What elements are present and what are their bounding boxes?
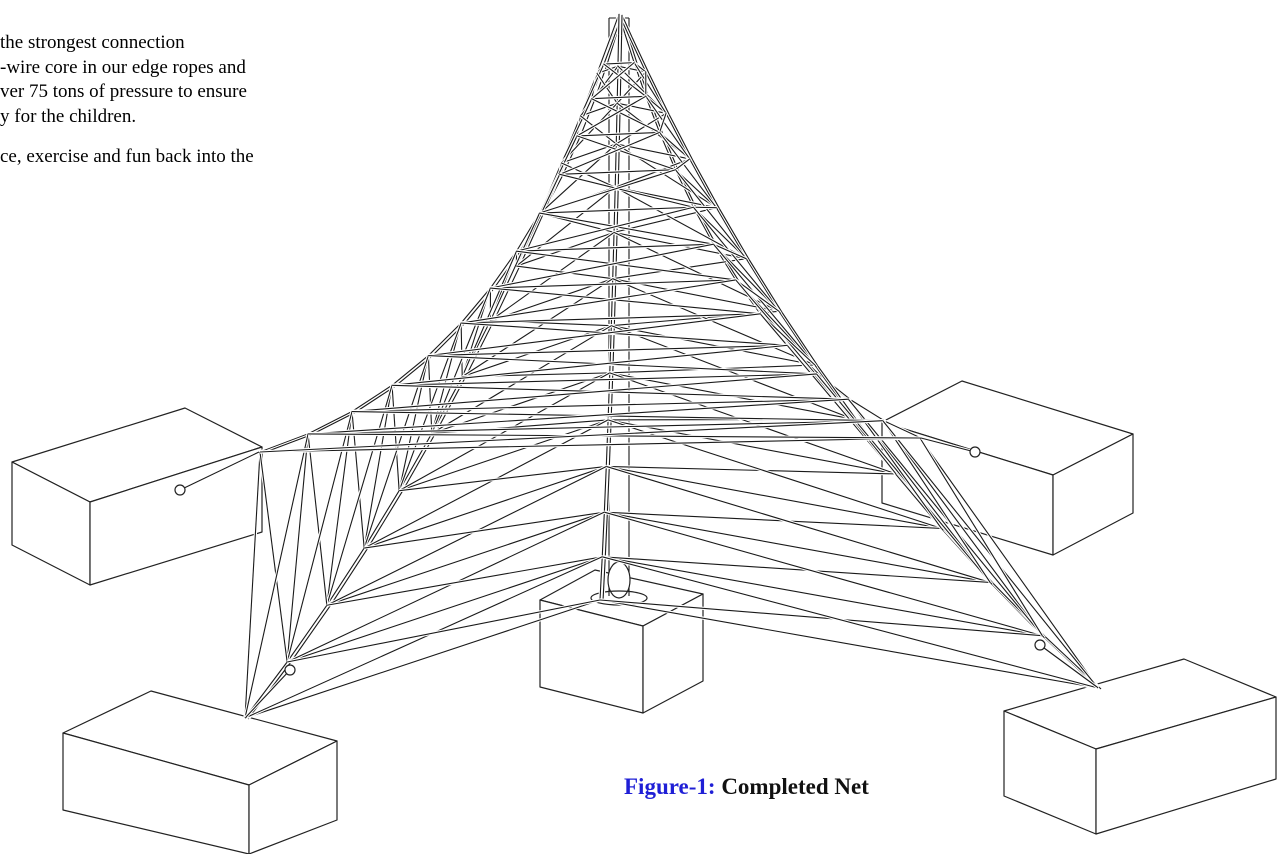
anchor-block-right <box>881 380 1134 556</box>
intro-line-1: the strongest connection <box>0 32 185 53</box>
figure-label: Figure-1: <box>624 774 716 799</box>
anchor-block-bottom-right <box>1003 658 1277 835</box>
figure-caption: Figure-1: Completed Net <box>624 774 869 800</box>
anchor-block-bottom-left <box>62 690 338 854</box>
intro-line-3: ver 75 tons of pressure to ensure <box>0 81 247 102</box>
figure-caption-text: Completed Net <box>721 774 869 799</box>
intro-text: the strongest connection -wire core in o… <box>0 31 420 170</box>
rope-net <box>174 13 1103 720</box>
anchor-block-left <box>11 407 263 586</box>
intro-closing-line: ce, exercise and fun back into the <box>0 146 254 167</box>
intro-line-4: y for the children. <box>0 105 137 127</box>
intro-line-2: -wire core in our edge ropes and <box>0 56 246 78</box>
